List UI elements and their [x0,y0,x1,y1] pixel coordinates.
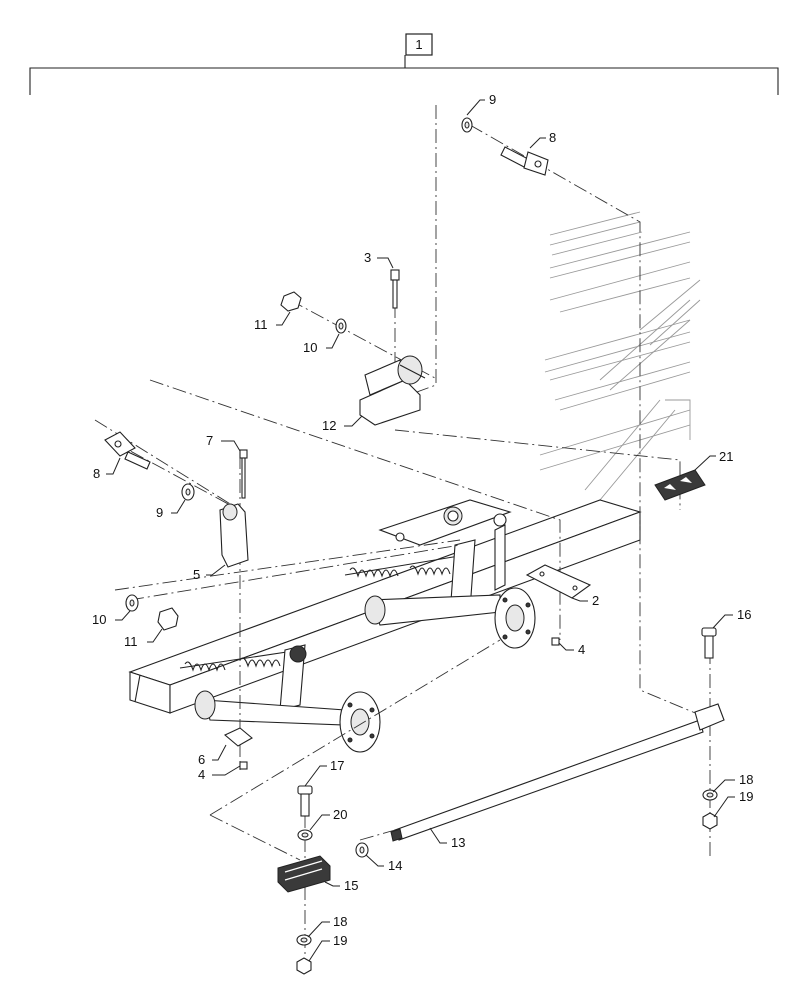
bolt-7 [239,449,248,499]
plate-6 [223,727,253,747]
callout-8-top: 8 [549,130,556,145]
center-plate [378,499,512,546]
washer-10-left [125,594,139,612]
nut-19-lower [296,957,312,975]
callout-20: 20 [333,807,347,822]
right-spring-assembly [344,513,536,649]
callout-15: 15 [344,878,358,893]
callouts: 9 8 3 11 10 12 7 8 9 5 10 11 2 4 21 16 6 [92,92,753,962]
washer-10-top [335,318,347,334]
callout-13: 13 [451,835,465,850]
clevis-pin-8-top [500,146,549,176]
callout-14: 14 [388,858,402,873]
washer-9-left [181,483,195,501]
callout-7: 7 [206,433,213,448]
callout-10-top: 10 [303,340,317,355]
nut-19-right [702,812,718,830]
callout-3: 3 [364,250,371,265]
background-frame [539,211,701,501]
callout-18-lower: 18 [333,914,347,929]
callout-4-left: 4 [198,767,205,782]
washer-18-right [702,789,718,801]
clevis-pin-8-left [104,431,151,470]
nut-14 [355,842,369,858]
assembly-number-box [405,33,433,56]
callout-21: 21 [719,449,733,464]
nut-4-left [239,761,248,770]
yoke-15 [277,855,331,893]
bracket-12 [359,355,426,426]
nut-4-right [551,637,560,646]
bolt-3 [390,269,400,309]
tie-rod-13 [390,703,725,842]
callout-9-top: 9 [489,92,496,107]
nut-11-top [280,291,302,312]
assembly-bracket: 1 [29,33,779,95]
callout-12: 12 [322,418,336,433]
washer-18-lower [296,934,312,946]
callout-4-right: 4 [578,642,585,657]
callout-19-lower: 19 [333,933,347,948]
pin-17 [297,785,313,817]
callout-10-left: 10 [92,612,106,627]
plate-2 [525,564,592,599]
callout-9-left: 9 [156,505,163,520]
callout-2: 2 [592,593,599,608]
bracket-5 [219,503,249,568]
callout-11-top: 11 [254,317,268,332]
nut-11-left [157,607,179,631]
callout-6: 6 [198,752,205,767]
callout-16: 16 [737,607,751,622]
callout-5: 5 [193,567,200,582]
decal-21 [654,469,706,501]
callout-19-right: 19 [739,789,753,804]
callout-8-left: 8 [93,466,100,481]
washer-20 [297,829,313,841]
callout-11-left: 11 [124,634,138,649]
washer-9-top [461,117,473,133]
pin-16 [701,627,717,659]
assembly-number: 1 [415,37,422,52]
callout-18-right: 18 [739,772,753,787]
callout-17: 17 [330,758,344,773]
